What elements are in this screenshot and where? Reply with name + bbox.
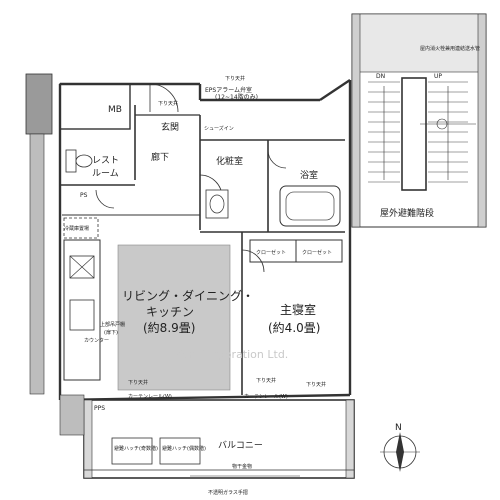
room-size-bedroom: (約4.0畳) (268, 320, 320, 335)
label-up: UP (434, 73, 442, 80)
label-counter: カウンター (84, 337, 109, 344)
room-label-restroom-2: ルーム (92, 168, 119, 179)
room-label-ps: PS (80, 192, 88, 199)
left-wall (25, 73, 62, 400)
room-label-stairs: 屋外避難階段 (380, 207, 434, 219)
room-label-pps: PPS (94, 405, 105, 412)
label-shoe-box: シューズイン (204, 125, 234, 132)
label-upper-cabinet-sub: (扉下) (104, 329, 118, 336)
balcony-area (83, 399, 355, 479)
label-ceiling-down-4: 下り天井 (256, 377, 276, 384)
washbasin (205, 189, 229, 219)
evacuation-stairs (351, 13, 487, 228)
room-label-powder-room: 化粧室 (216, 155, 243, 167)
label-opaque-glass: 不透明ガラス手摺 (208, 489, 248, 496)
bathtub (279, 185, 341, 227)
label-curtain-rail-2: カーテンレール(W) (244, 394, 288, 400)
room-label-hallway: 廊下 (151, 151, 169, 163)
label-ceiling-down-5: 下り天井 (306, 381, 326, 388)
label-closet-2: クローゼット (302, 249, 332, 256)
label-ceiling-down-3: 下り天井 (128, 379, 148, 386)
watermark: Ken Corporation Ltd. (175, 348, 288, 361)
left-column (59, 394, 85, 436)
label-dn: DN (376, 73, 385, 80)
label-eps-alarm: EPSアラーム弁室 (205, 86, 252, 94)
label-hatch-left: 避難ハッチ(奇数階) (114, 445, 158, 452)
room-label-mb: MB (108, 105, 122, 115)
room-label-restroom-1: レスト (92, 156, 119, 166)
label-eps-sub: (12~14階のみ) (215, 93, 258, 101)
room-label-entrance: 玄関 (161, 121, 179, 133)
label-ceiling-down-1: 下り天井 (225, 75, 245, 82)
label-water-room: 屋内消火栓兼用連結送水管 (420, 45, 480, 52)
label-drying: 物干金物 (232, 463, 252, 470)
fridge-space (63, 217, 99, 239)
compass-rose (380, 432, 420, 472)
kitchen-counter (63, 239, 101, 381)
room-label-living-line2: キッチン (146, 305, 194, 319)
room-label-bath: 浴室 (300, 169, 318, 181)
toilet-fixture (65, 149, 93, 173)
label-ceiling-down-2: 下り天井 (158, 100, 178, 107)
compass-north: N (395, 423, 402, 433)
kitchen-floor-tile (117, 244, 231, 391)
room-label-balcony: バルコニー (218, 440, 263, 451)
label-upper-cabinet: 上部吊戸棚 (100, 321, 125, 328)
room-size-living: (約8.9畳) (143, 320, 195, 335)
label-fridge: 冷蔵庫置場 (64, 225, 89, 232)
label-hatch-right: 避難ハッチ(偶数階) (162, 445, 206, 452)
room-label-bedroom: 主寝室 (280, 302, 316, 317)
room-label-living-line1: リビング・ダイニング・ (122, 288, 254, 303)
label-curtain-rail-1: カーテンレール(W) (128, 394, 172, 400)
apartment-walls (59, 79, 352, 402)
label-closet-1: クローゼット (256, 249, 286, 256)
